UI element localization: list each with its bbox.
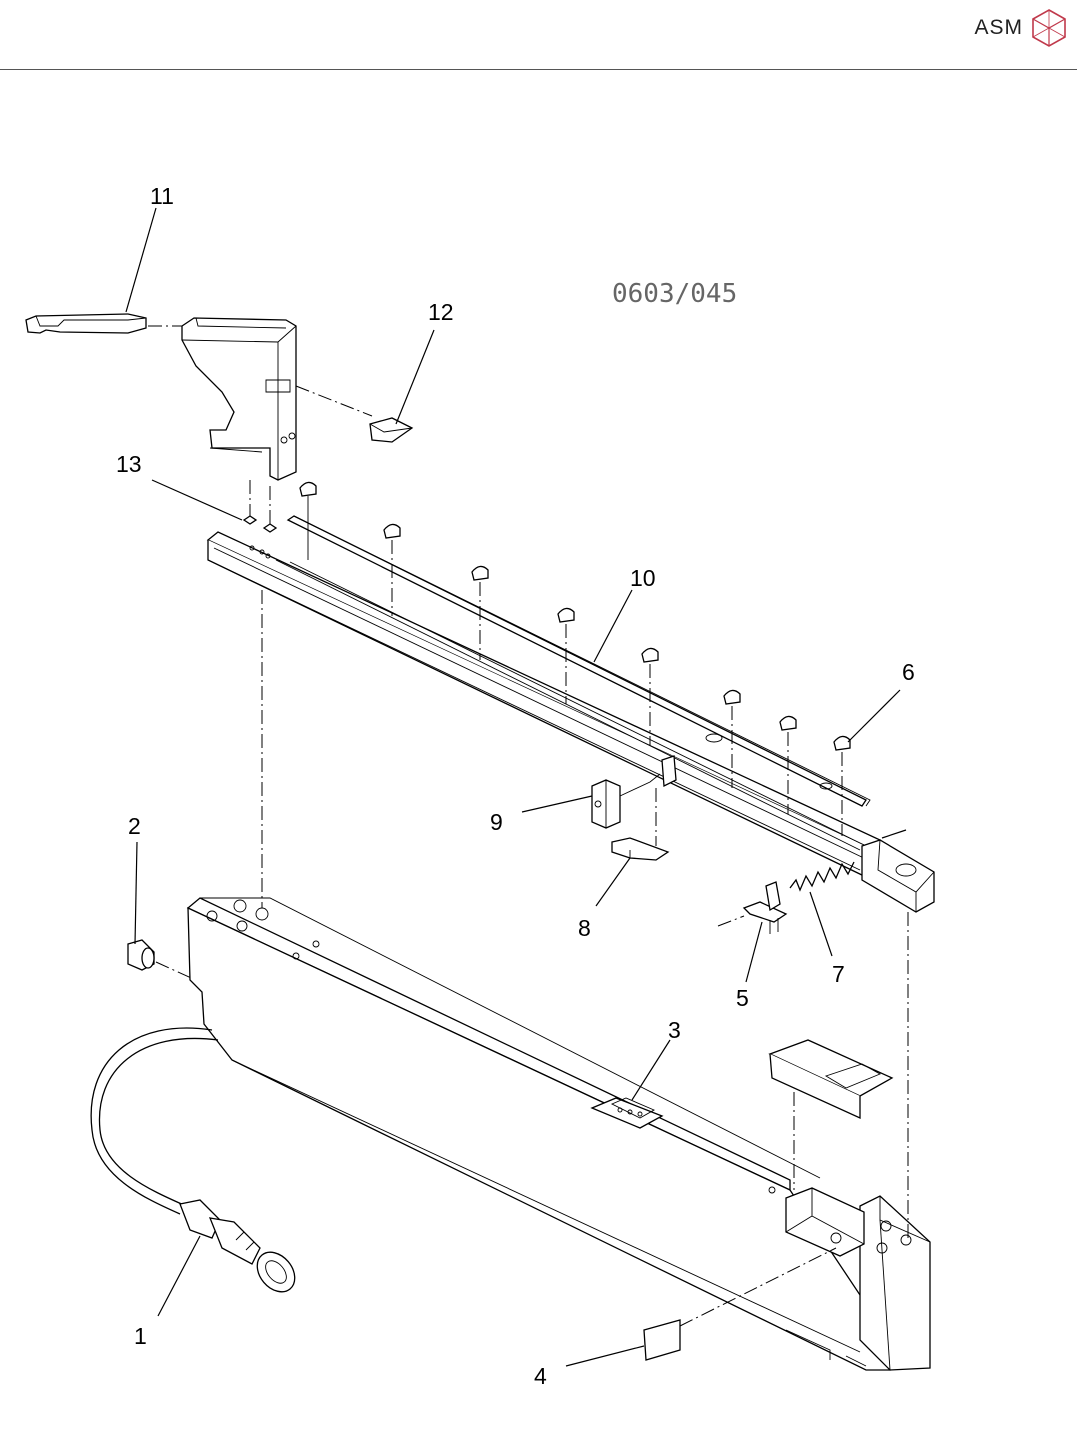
callout-2: 2: [128, 813, 141, 839]
doc-number: 0603/045: [612, 279, 737, 309]
callout-7: 7: [832, 961, 845, 987]
part-12-pad: [370, 418, 412, 442]
callout-10: 10: [630, 565, 656, 591]
part-9-sensor: [592, 756, 676, 828]
callout-5: 5: [736, 985, 749, 1011]
callout-9: 9: [490, 809, 503, 835]
callout-11: 11: [150, 183, 174, 209]
part-13-nuts: [244, 480, 276, 532]
callout-3: 3: [668, 1017, 681, 1043]
callout-6: 6: [902, 659, 915, 685]
upper-holder-bracket: [182, 318, 372, 480]
callout-8: 8: [578, 915, 591, 941]
callout-1: 1: [134, 1323, 147, 1349]
callout-4: 4: [534, 1363, 547, 1389]
cover-plate: [770, 1040, 892, 1190]
part-11-lever: [26, 314, 186, 333]
part-10-rail: [208, 516, 934, 912]
part-5-clamp: [718, 882, 786, 934]
callout-12: 12: [428, 299, 454, 325]
callout-13: 13: [116, 451, 142, 477]
